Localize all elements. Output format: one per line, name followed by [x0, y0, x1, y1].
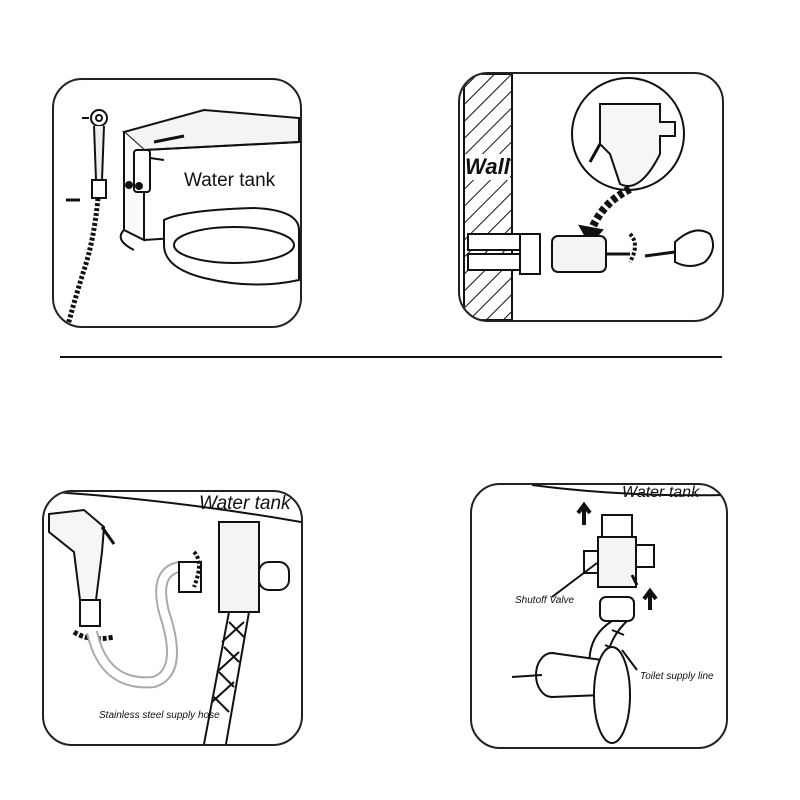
wall-mount-illustration — [463, 74, 715, 320]
hose-label: Stainless steel supply hose — [99, 710, 220, 721]
water-tank-label-4: Water tank — [622, 484, 700, 501]
wall-label: Wall — [465, 154, 510, 180]
section-divider — [60, 356, 722, 358]
tank-mount-illustration — [65, 108, 300, 326]
supply-line-label: Toilet supply line — [640, 671, 714, 682]
water-tank-label-3: Water tank — [199, 493, 291, 514]
shutoff-valve-illustration — [511, 485, 726, 744]
shutoff-valve-label: Shutoff Valve — [515, 595, 575, 606]
panel-hose-connection: Water tank Stainless steel supply hose — [42, 490, 303, 746]
panel-tank-mount: Water tank — [52, 78, 302, 328]
panel-shutoff-valve: Water tank Shutoff Valve Toilet supply l… — [470, 483, 728, 749]
panel-wall-mount: Wall — [458, 72, 724, 322]
water-tank-label: Water tank — [184, 170, 276, 191]
hose-connection-illustration — [48, 492, 301, 744]
